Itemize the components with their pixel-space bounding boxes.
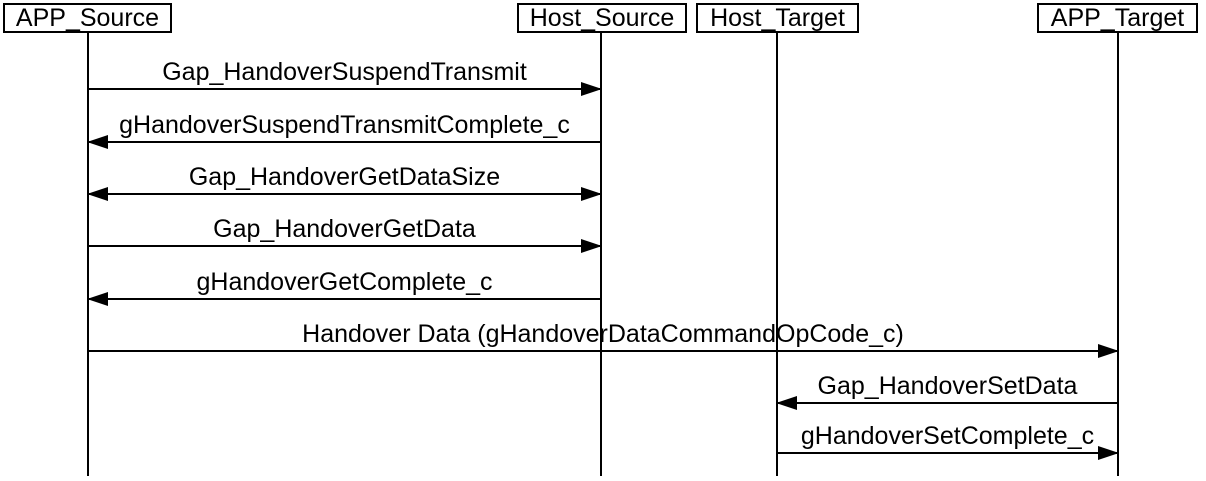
- participant-box-app-target: APP_Target: [1037, 3, 1198, 33]
- message-label: Gap_HandoverGetDataSize: [188, 163, 501, 191]
- participant-label-host-source: Host_Source: [529, 4, 675, 32]
- message-label: gHandoverSetComplete_c: [800, 422, 1095, 450]
- arrowhead-left-icon: [87, 135, 108, 149]
- lifeline-app-source: [87, 33, 89, 476]
- lifeline-app-target: [1117, 33, 1119, 476]
- participant-label-host-target: Host_Target: [710, 4, 845, 32]
- message-gap-handover-get-data: Gap_HandoverGetData: [88, 211, 602, 253]
- message-label: gHandoverSuspendTransmitComplete_c: [119, 111, 570, 139]
- arrowhead-right-icon: [581, 187, 602, 201]
- lifeline-host-source: [600, 33, 602, 476]
- participant-box-app-source: APP_Source: [3, 3, 172, 33]
- arrowhead-left-icon: [87, 292, 108, 306]
- message-gap-handover-set-data: Gap_HandoverSetData: [776, 368, 1118, 410]
- participant-label-app-target: APP_Target: [1050, 4, 1185, 32]
- arrowhead-right-icon: [1098, 344, 1119, 358]
- arrowhead-right-icon: [1098, 446, 1119, 460]
- arrowhead-left-icon: [87, 187, 108, 201]
- message-gap-handover-suspend-transmit: Gap_HandoverSuspendTransmit: [88, 54, 602, 96]
- message-ghandover-suspend-transmit-complete: gHandoverSuspendTransmitComplete_c: [87, 107, 601, 149]
- message-label: Gap_HandoverGetData: [213, 215, 476, 243]
- message-label: gHandoverGetComplete_c: [196, 268, 493, 296]
- participant-label-app-source: APP_Source: [15, 4, 160, 32]
- arrowhead-left-icon: [776, 396, 797, 410]
- message-label: Handover Data (gHandoverDataCommandOpCod…: [302, 320, 904, 348]
- message-ghandover-set-complete: gHandoverSetComplete_c: [777, 418, 1119, 460]
- message-gap-handover-get-data-size: Gap_HandoverGetDataSize: [87, 159, 602, 201]
- message-label: Gap_HandoverSetData: [817, 372, 1078, 400]
- message-handover-data: Handover Data (gHandoverDataCommandOpCod…: [88, 316, 1119, 358]
- participant-box-host-source: Host_Source: [517, 3, 687, 33]
- participant-box-host-target: Host_Target: [696, 3, 859, 33]
- arrowhead-right-icon: [581, 239, 602, 253]
- message-label: Gap_HandoverSuspendTransmit: [162, 58, 527, 86]
- message-ghandover-get-complete: gHandoverGetComplete_c: [87, 264, 601, 306]
- arrowhead-right-icon: [581, 82, 602, 96]
- lifeline-host-target: [776, 33, 778, 476]
